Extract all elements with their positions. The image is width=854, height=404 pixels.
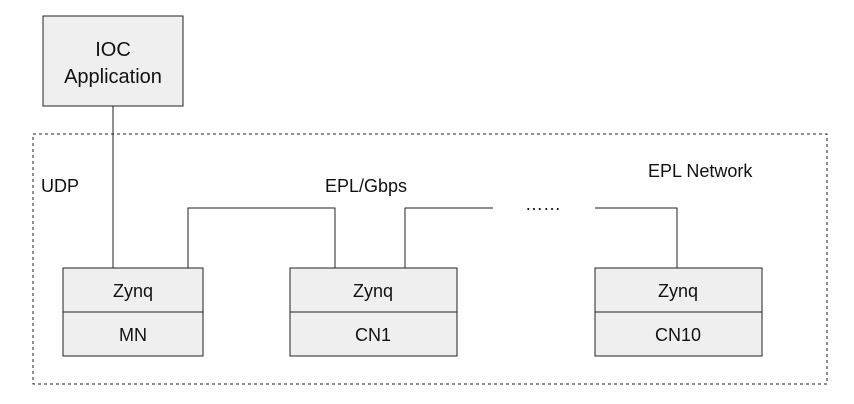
cn1-network-link <box>404 207 493 268</box>
ioc-application-box: IOC Application <box>42 15 184 107</box>
node-mn-top-label: Zynq <box>113 281 153 301</box>
ellipsis-label: …… <box>525 194 561 214</box>
node-cn10-bottom-label: CN10 <box>655 325 701 345</box>
ioc-label-line1: IOC <box>95 39 131 61</box>
epl-network-label: EPL Network <box>648 161 753 181</box>
epl-network-boundary <box>32 133 828 385</box>
node-mn-bottom-label: MN <box>119 325 147 345</box>
ioc-label-line2: Application <box>64 66 162 88</box>
connection-lines <box>112 106 678 268</box>
udp-label: UDP <box>41 176 79 196</box>
mn-cn1-link <box>187 207 336 268</box>
node-cn1: Zynq CN1 <box>289 267 458 357</box>
network-cn10-link <box>595 207 678 268</box>
node-cn1-top-label: Zynq <box>353 281 393 301</box>
node-cn10-top-label: Zynq <box>658 281 698 301</box>
node-cn1-bottom-label: CN1 <box>355 325 391 345</box>
node-cn10: Zynq CN10 <box>594 267 763 357</box>
epl-gbps-label: EPL/Gbps <box>325 176 407 196</box>
node-mn: Zynq MN <box>62 267 204 357</box>
